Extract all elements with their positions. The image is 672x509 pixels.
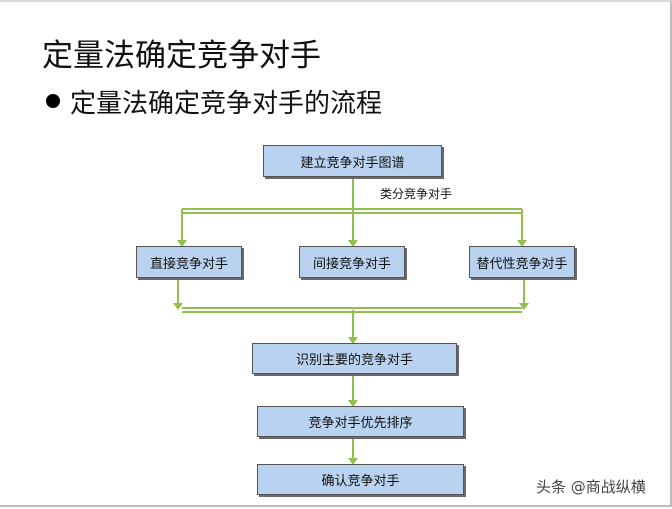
step-identify-main: 识别主要的竞争对手 [252, 343, 457, 374]
arrowhead-merge-right [519, 303, 529, 310]
arrowhead-prioritize [348, 400, 358, 407]
bullet-text: 定量法确定竞争对手的流程 [70, 88, 383, 119]
arrowhead-substitute [517, 240, 527, 247]
arrowhead-identify [348, 337, 358, 344]
step-direct-competitor: 直接竞争对手 [136, 246, 242, 278]
step-confirm: 确认竞争对手 [257, 464, 464, 495]
bullet-dot-icon [46, 94, 60, 108]
watermark: 头条 @商战纵横 [536, 478, 646, 496]
step-indirect-competitor: 间接竞争对手 [299, 246, 405, 278]
step-prioritize: 竞争对手优先排序 [257, 406, 464, 437]
arrowhead-confirm [348, 458, 358, 465]
arrowhead-indirect [348, 240, 358, 247]
arrowhead-merge-left [173, 303, 183, 310]
edge-label-classify: 类分竞争对手 [380, 187, 453, 201]
arrowhead-direct [177, 240, 187, 247]
step-substitute-competitor: 替代性竞争对手 [469, 246, 575, 278]
slide-title: 定量法确定竞争对手 [42, 38, 321, 74]
step-build-map: 建立竞争对手图谱 [263, 145, 442, 177]
bullet-item: 定量法确定竞争对手的流程 [46, 84, 383, 119]
